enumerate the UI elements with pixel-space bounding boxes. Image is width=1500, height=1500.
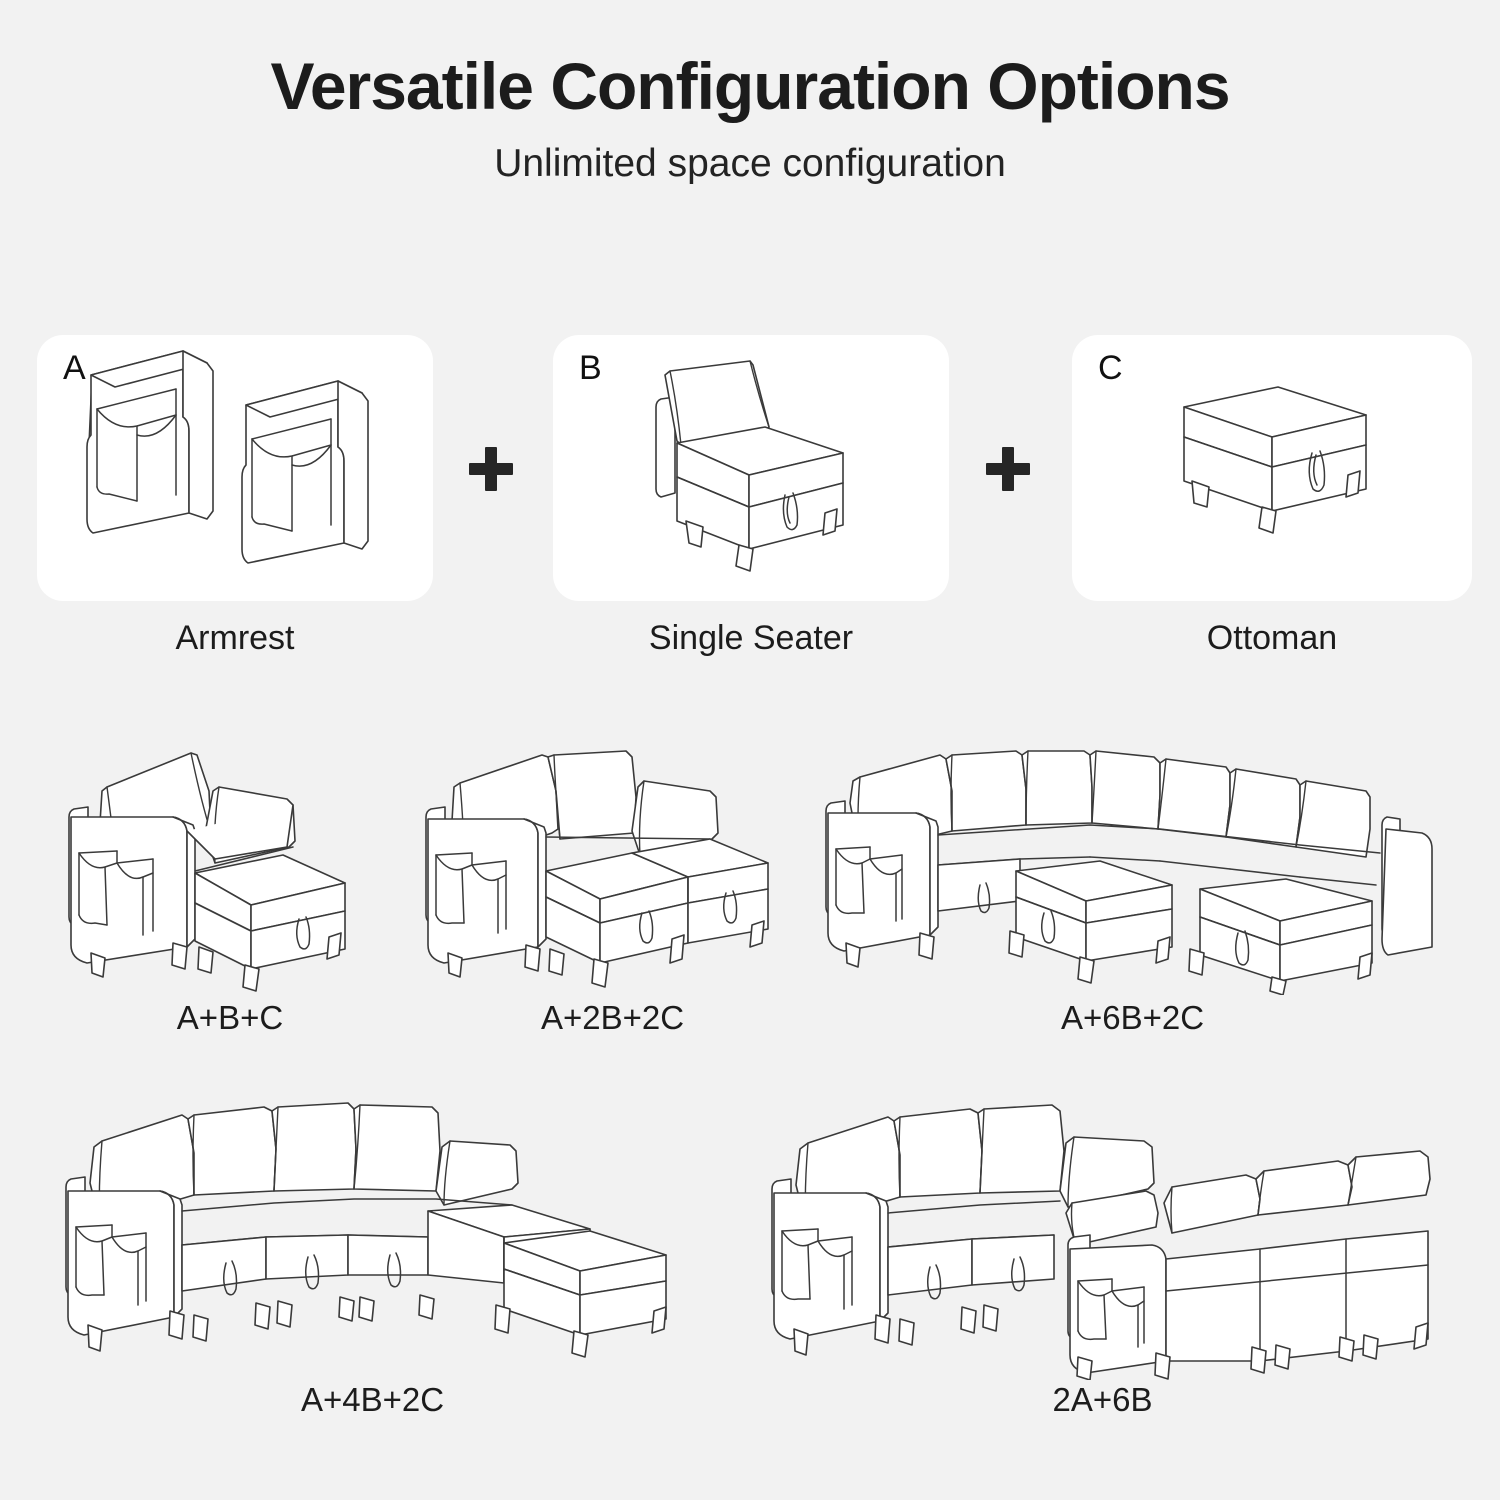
config-a-b-c-icon: [55, 725, 405, 995]
configuration-2a-6b[interactable]: [760, 1095, 1445, 1380]
page-header: Versatile Configuration Options Unlimite…: [0, 52, 1500, 186]
component-label-ottoman: Ottoman: [1206, 619, 1338, 657]
component-card-single-seater[interactable]: B: [553, 335, 949, 601]
component-card-armrest[interactable]: A: [37, 335, 433, 601]
config-label-a-6b-2c: A+6B+2C: [1060, 999, 1205, 1036]
page-subtitle: Unlimited space configuration: [494, 141, 1006, 185]
config-label-a-b-c: A+B+C: [176, 999, 284, 1036]
config-a-6b-2c-icon: [820, 725, 1445, 995]
config-a-4b-2c-icon: [60, 1095, 685, 1380]
config-2a-6b-icon: [760, 1095, 1445, 1380]
page-title: Versatile Configuration Options: [270, 49, 1230, 123]
configuration-a-4b-2c[interactable]: [60, 1095, 685, 1380]
configuration-a-6b-2c[interactable]: [820, 725, 1445, 995]
configuration-a-b-c[interactable]: [55, 725, 405, 995]
component-letter: A: [63, 349, 86, 387]
component-legend-row: A Armrest: [37, 335, 1472, 665]
config-label-a-4b-2c: A+4B+2C: [300, 1381, 445, 1418]
armrest-icon: [37, 335, 433, 601]
single-seater-icon: [553, 335, 949, 601]
configuration-a-2b-2c[interactable]: [420, 725, 805, 995]
component-card-ottoman[interactable]: C: [1072, 335, 1472, 601]
component-label-armrest: Armrest: [175, 619, 295, 657]
config-a-2b-2c-icon: [420, 725, 805, 995]
component-label-single-seater: Single Seater: [648, 619, 854, 657]
config-label-2a-6b: 2A+6B: [1052, 1381, 1153, 1418]
ottoman-icon: [1072, 335, 1472, 601]
config-label-a-2b-2c: A+2B+2C: [540, 999, 685, 1036]
plus-icon: [986, 447, 1030, 491]
plus-icon: [469, 447, 513, 491]
component-letter: C: [1098, 349, 1123, 387]
component-letter: B: [579, 349, 602, 387]
